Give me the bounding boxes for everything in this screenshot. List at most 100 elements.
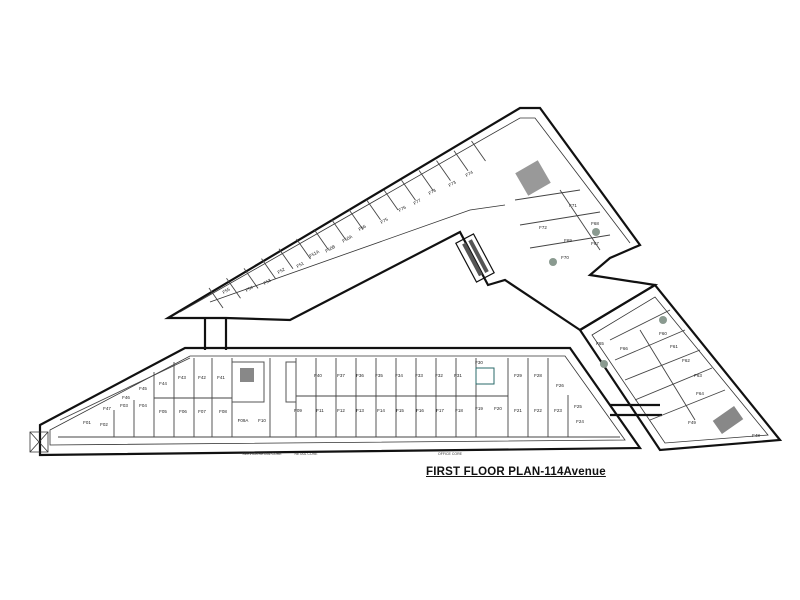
room-label: F63 [694, 373, 702, 378]
room-partition [639, 329, 696, 421]
room-label: F18 [455, 408, 463, 413]
room-partition [649, 389, 726, 421]
room-partition [366, 199, 381, 221]
room-label: F44 [159, 381, 167, 386]
room-partition [348, 209, 364, 230]
room-label: F24 [576, 419, 584, 424]
room-label: F77 [413, 197, 423, 205]
room-label: F26 [556, 383, 564, 388]
room-label: F71 [569, 203, 577, 208]
room-label: F42 [198, 375, 206, 380]
room-label: F04 [139, 403, 147, 408]
room-label: F17 [436, 408, 444, 413]
room-label: F64 [696, 391, 704, 396]
room-label: F41 [217, 375, 225, 380]
room-label: F29 [514, 373, 522, 378]
room-partition [559, 189, 601, 251]
room-label: F78 [428, 187, 438, 195]
room-label: F70 [561, 255, 569, 260]
room-label: F14 [377, 408, 385, 413]
room-label: F10 [258, 418, 266, 423]
room-label: F09 [294, 408, 302, 413]
service-retail-core-label: SERVICE/RETAIL CORE [242, 452, 282, 456]
room-label: F50B [324, 244, 336, 254]
room-label: F36 [356, 373, 364, 378]
room-label: F51A [308, 249, 320, 259]
room-label: F22 [534, 408, 542, 413]
room-partition [383, 189, 399, 211]
room-label: F16 [416, 408, 424, 413]
room-label: F45 [139, 386, 147, 391]
room-partition [471, 140, 486, 162]
room-label: F66 [620, 346, 628, 351]
room-partition [243, 268, 259, 289]
room-label: F76 [398, 204, 408, 212]
room-label: F46 [122, 395, 130, 400]
retail-core-label: RETAIL CORE [295, 452, 319, 456]
room-label: F67 [591, 241, 599, 246]
room-label: F25 [574, 404, 582, 409]
room-partition [226, 277, 241, 299]
room-label: F37 [337, 373, 345, 378]
room-label: F74 [465, 169, 475, 177]
room-label: F35 [375, 373, 383, 378]
room-label: F53 [263, 277, 273, 285]
room-partition [296, 238, 311, 260]
room-label: F33 [415, 373, 423, 378]
room-label: F20 [494, 406, 502, 411]
room-label: F75 [380, 216, 390, 224]
plan-title: FIRST FLOOR PLAN-114Avenue [426, 466, 606, 478]
room-label: F62 [682, 358, 690, 363]
room-label: F09A [238, 418, 249, 423]
room-label: F07 [198, 409, 206, 414]
room-partition [614, 329, 686, 361]
room-label: F02 [100, 422, 108, 427]
room-partition [609, 309, 671, 341]
room-label: F52 [277, 266, 287, 274]
room-partition [519, 211, 601, 226]
room-label: F30 [475, 360, 483, 365]
room-label: F23 [554, 408, 562, 413]
room-label: F68 [591, 221, 599, 226]
room-partition [418, 170, 434, 191]
room-partition [331, 219, 346, 240]
room-label: F05 [159, 409, 167, 414]
room-label: F40 [314, 373, 322, 378]
office-core-label: OFFICE CORE [438, 452, 463, 456]
room-label: F28 [534, 373, 542, 378]
room-partition [313, 228, 329, 250]
room-label: F60 [659, 331, 667, 336]
room-label: F51 [296, 260, 306, 268]
room-label: F32 [435, 373, 443, 378]
room-label: F56 [358, 223, 368, 231]
room-label: F31 [454, 373, 462, 378]
room-label: F19 [475, 406, 483, 411]
room-label: F65 [596, 341, 604, 346]
room-partition [624, 349, 701, 381]
room-label: F11 [316, 408, 324, 413]
room-label: F47 [103, 406, 111, 411]
room-partition [529, 234, 611, 249]
room-label: F34 [395, 373, 403, 378]
room-label: F48 [752, 433, 760, 438]
room-partition [436, 160, 451, 181]
room-label: F69 [564, 238, 572, 243]
room-partition [401, 179, 416, 201]
room-label: F43 [178, 375, 186, 380]
room-label: F15 [396, 408, 404, 413]
room-label: F72 [539, 225, 547, 230]
room-label: F50A [341, 234, 353, 244]
room-partition [278, 248, 294, 270]
room-label: F54 [245, 284, 255, 292]
room-partition [453, 150, 469, 172]
room-label: F06 [179, 409, 187, 414]
room-partition [261, 258, 276, 279]
room-label: F61 [670, 344, 678, 349]
room-label: F03 [120, 403, 128, 408]
room-label: F01 [83, 420, 91, 425]
